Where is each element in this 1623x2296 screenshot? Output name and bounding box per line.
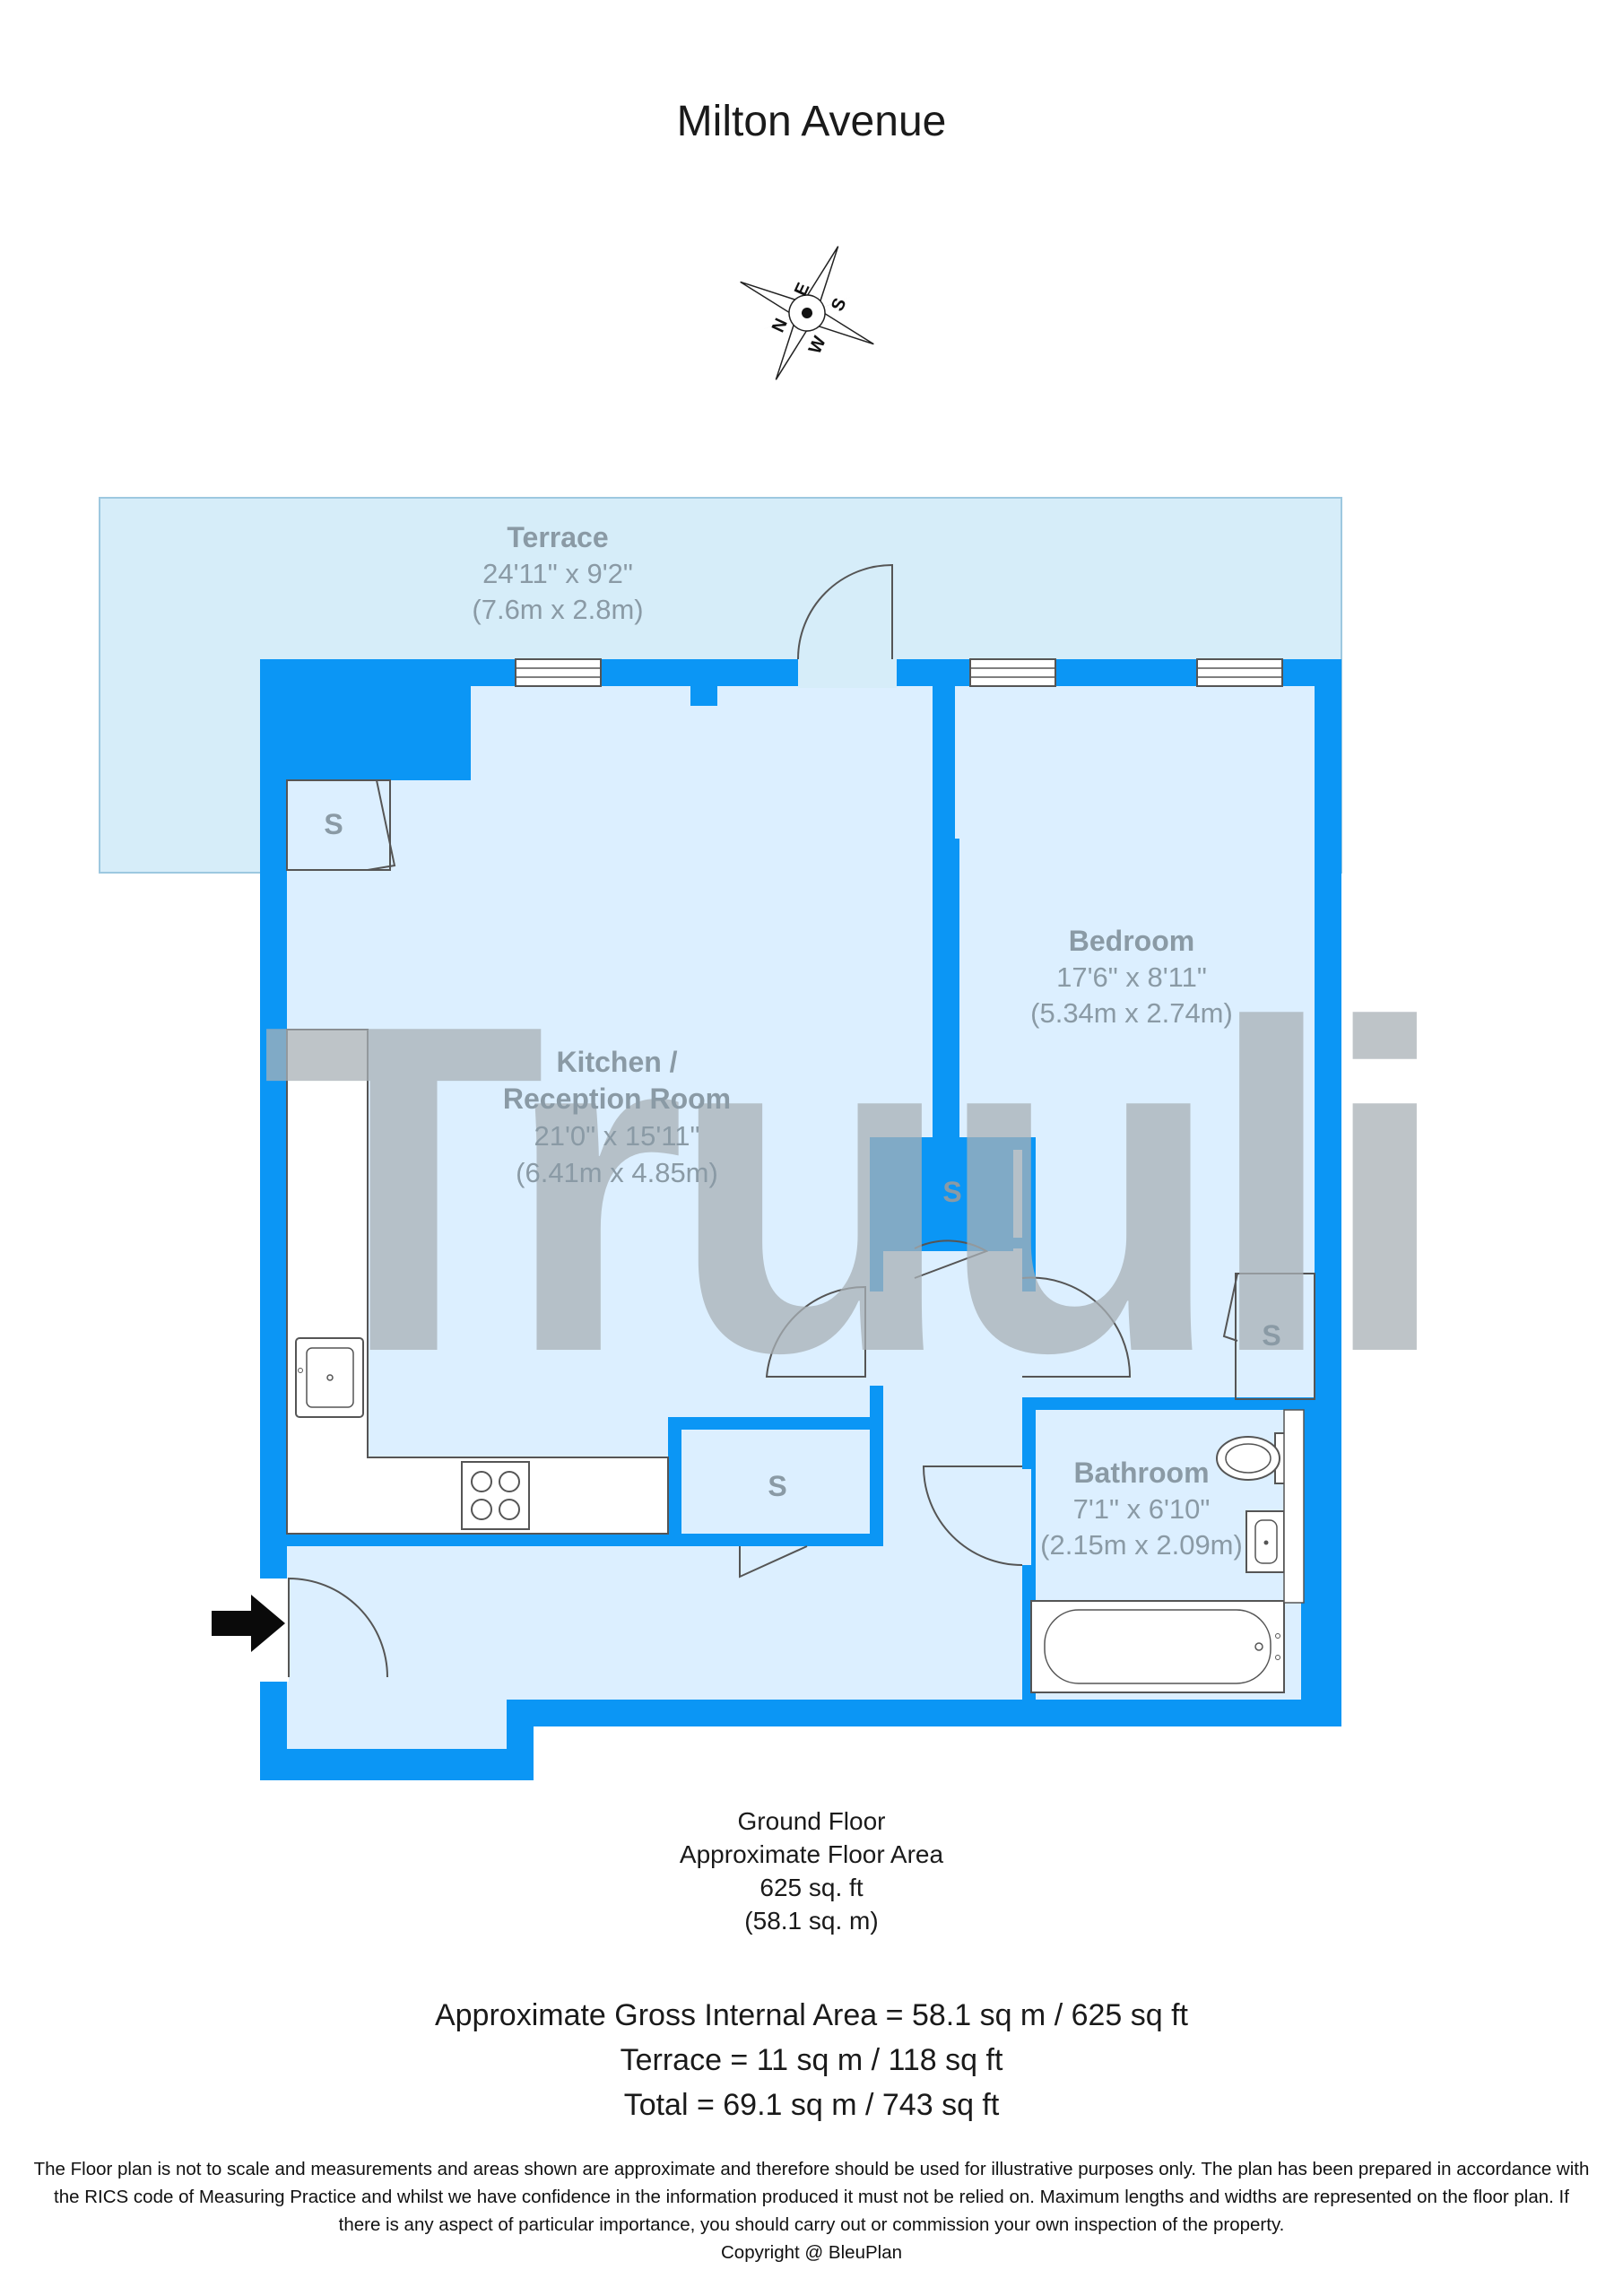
terrace-area-total: Terrace = 11 sq m / 118 sq ft [620, 2043, 1003, 2077]
floor-summary: Ground Floor Approximate Floor Area 625 … [0, 1805, 1623, 1937]
terrace-metric: (7.6m x 2.8m) [472, 594, 643, 625]
kitchen-door-left[interactable] [765, 1285, 866, 1378]
entrance-arrow-icon [212, 1595, 285, 1652]
partition-wall-lower [949, 839, 959, 1139]
storage-label-bedroom: S [1262, 1319, 1280, 1352]
hall-wall [287, 1534, 870, 1546]
window-bedroom-1 [969, 658, 1056, 687]
watermark: Truuli [261, 928, 1434, 1449]
bedroom-storage-door[interactable] [1222, 1273, 1238, 1342]
bedroom-storage-frame [1235, 1273, 1315, 1400]
kitchen-storage-frame [286, 779, 391, 871]
compass-letter-s: S [828, 295, 851, 314]
disclaimer-line-3: there is any aspect of particular import… [338, 2214, 1285, 2235]
window-bedroom-2 [1196, 658, 1283, 687]
bathroom-duct [1283, 1409, 1305, 1604]
bathroom-wall-top [1022, 1397, 1318, 1410]
bedroom-name: Bedroom [1069, 925, 1194, 957]
bathroom-wall-left [1022, 1397, 1036, 1469]
storage-center-door[interactable] [914, 1239, 989, 1279]
kitchen-metric: (6.41m x 4.85m) [516, 1157, 718, 1188]
storage-label-hall: S [768, 1470, 786, 1502]
compass-letter-n: N [768, 316, 792, 335]
hob-icon [461, 1461, 530, 1530]
terrace-name: Terrace [507, 521, 608, 553]
copyright: Copyright @ BleuPlan [721, 2242, 902, 2263]
floor-area-sqm: (58.1 sq. m) [744, 1907, 879, 1935]
kitchen-name-line1: Kitchen / [556, 1046, 677, 1078]
kitchen-imperial: 21'0" x 15'11" [534, 1120, 700, 1152]
kitchen-counter [286, 1029, 669, 1535]
storage-center-lintel [870, 1238, 915, 1248]
bathroom-imperial: 7'1" x 6'10" [1073, 1493, 1211, 1525]
storage-label-center: S [942, 1176, 961, 1208]
disclaimer-line-2: the RICS code of Measuring Practice and … [54, 2187, 1569, 2207]
storage-center-lintel2 [991, 1238, 1036, 1248]
floor-plan: N E S W [99, 246, 1450, 1780]
terrace-door[interactable] [797, 563, 893, 660]
storage-lower-door[interactable] [739, 1545, 808, 1578]
wall-pier [690, 686, 717, 706]
bathroom-metric: (2.15m x 2.09m) [1040, 1529, 1243, 1561]
window-kitchen [515, 658, 602, 687]
terrace-imperial: 24'11" x 9'2" [482, 558, 633, 589]
bathroom-name: Bathroom [1073, 1457, 1209, 1489]
floor-area-sqft: 625 sq. ft [759, 1874, 864, 1901]
plan-title: Milton Avenue [676, 98, 947, 145]
terrace-door-gap [798, 657, 897, 688]
compass-letter-w: W [805, 334, 830, 358]
floor-area-label: Approximate Floor Area [679, 1840, 944, 1868]
sink-icon [295, 1337, 364, 1418]
kitchen-door-right[interactable] [1021, 1276, 1132, 1378]
bathtub-icon [1030, 1600, 1285, 1693]
area-totals: Approximate Gross Internal Area = 58.1 s… [0, 1993, 1623, 2127]
total-area: Total = 69.1 sq m / 743 sq ft [623, 2088, 1000, 2122]
bathroom-door[interactable] [922, 1465, 1023, 1566]
kitchen-name-line2: Reception Room [503, 1083, 731, 1115]
disclaimer-line-1: The Floor plan is not to scale and measu… [33, 2159, 1590, 2179]
storage-lower-wall2 [870, 1386, 883, 1431]
entrance-door[interactable] [288, 1577, 388, 1678]
bedroom-imperial: 17'6" x 8'11" [1056, 961, 1207, 993]
disclaimer: The Floor plan is not to scale and measu… [0, 2155, 1623, 2266]
floor-name: Ground Floor [737, 1807, 886, 1835]
kitchen-storage-door[interactable] [367, 779, 396, 871]
storage-label-kitchen: S [324, 808, 343, 840]
compass-rose-icon [740, 246, 874, 380]
corner-block [287, 686, 471, 780]
gross-internal-area: Approximate Gross Internal Area = 58.1 s… [434, 1998, 1189, 2032]
basin-icon [1245, 1510, 1285, 1573]
bedroom-metric: (5.34m x 2.74m) [1030, 997, 1233, 1029]
